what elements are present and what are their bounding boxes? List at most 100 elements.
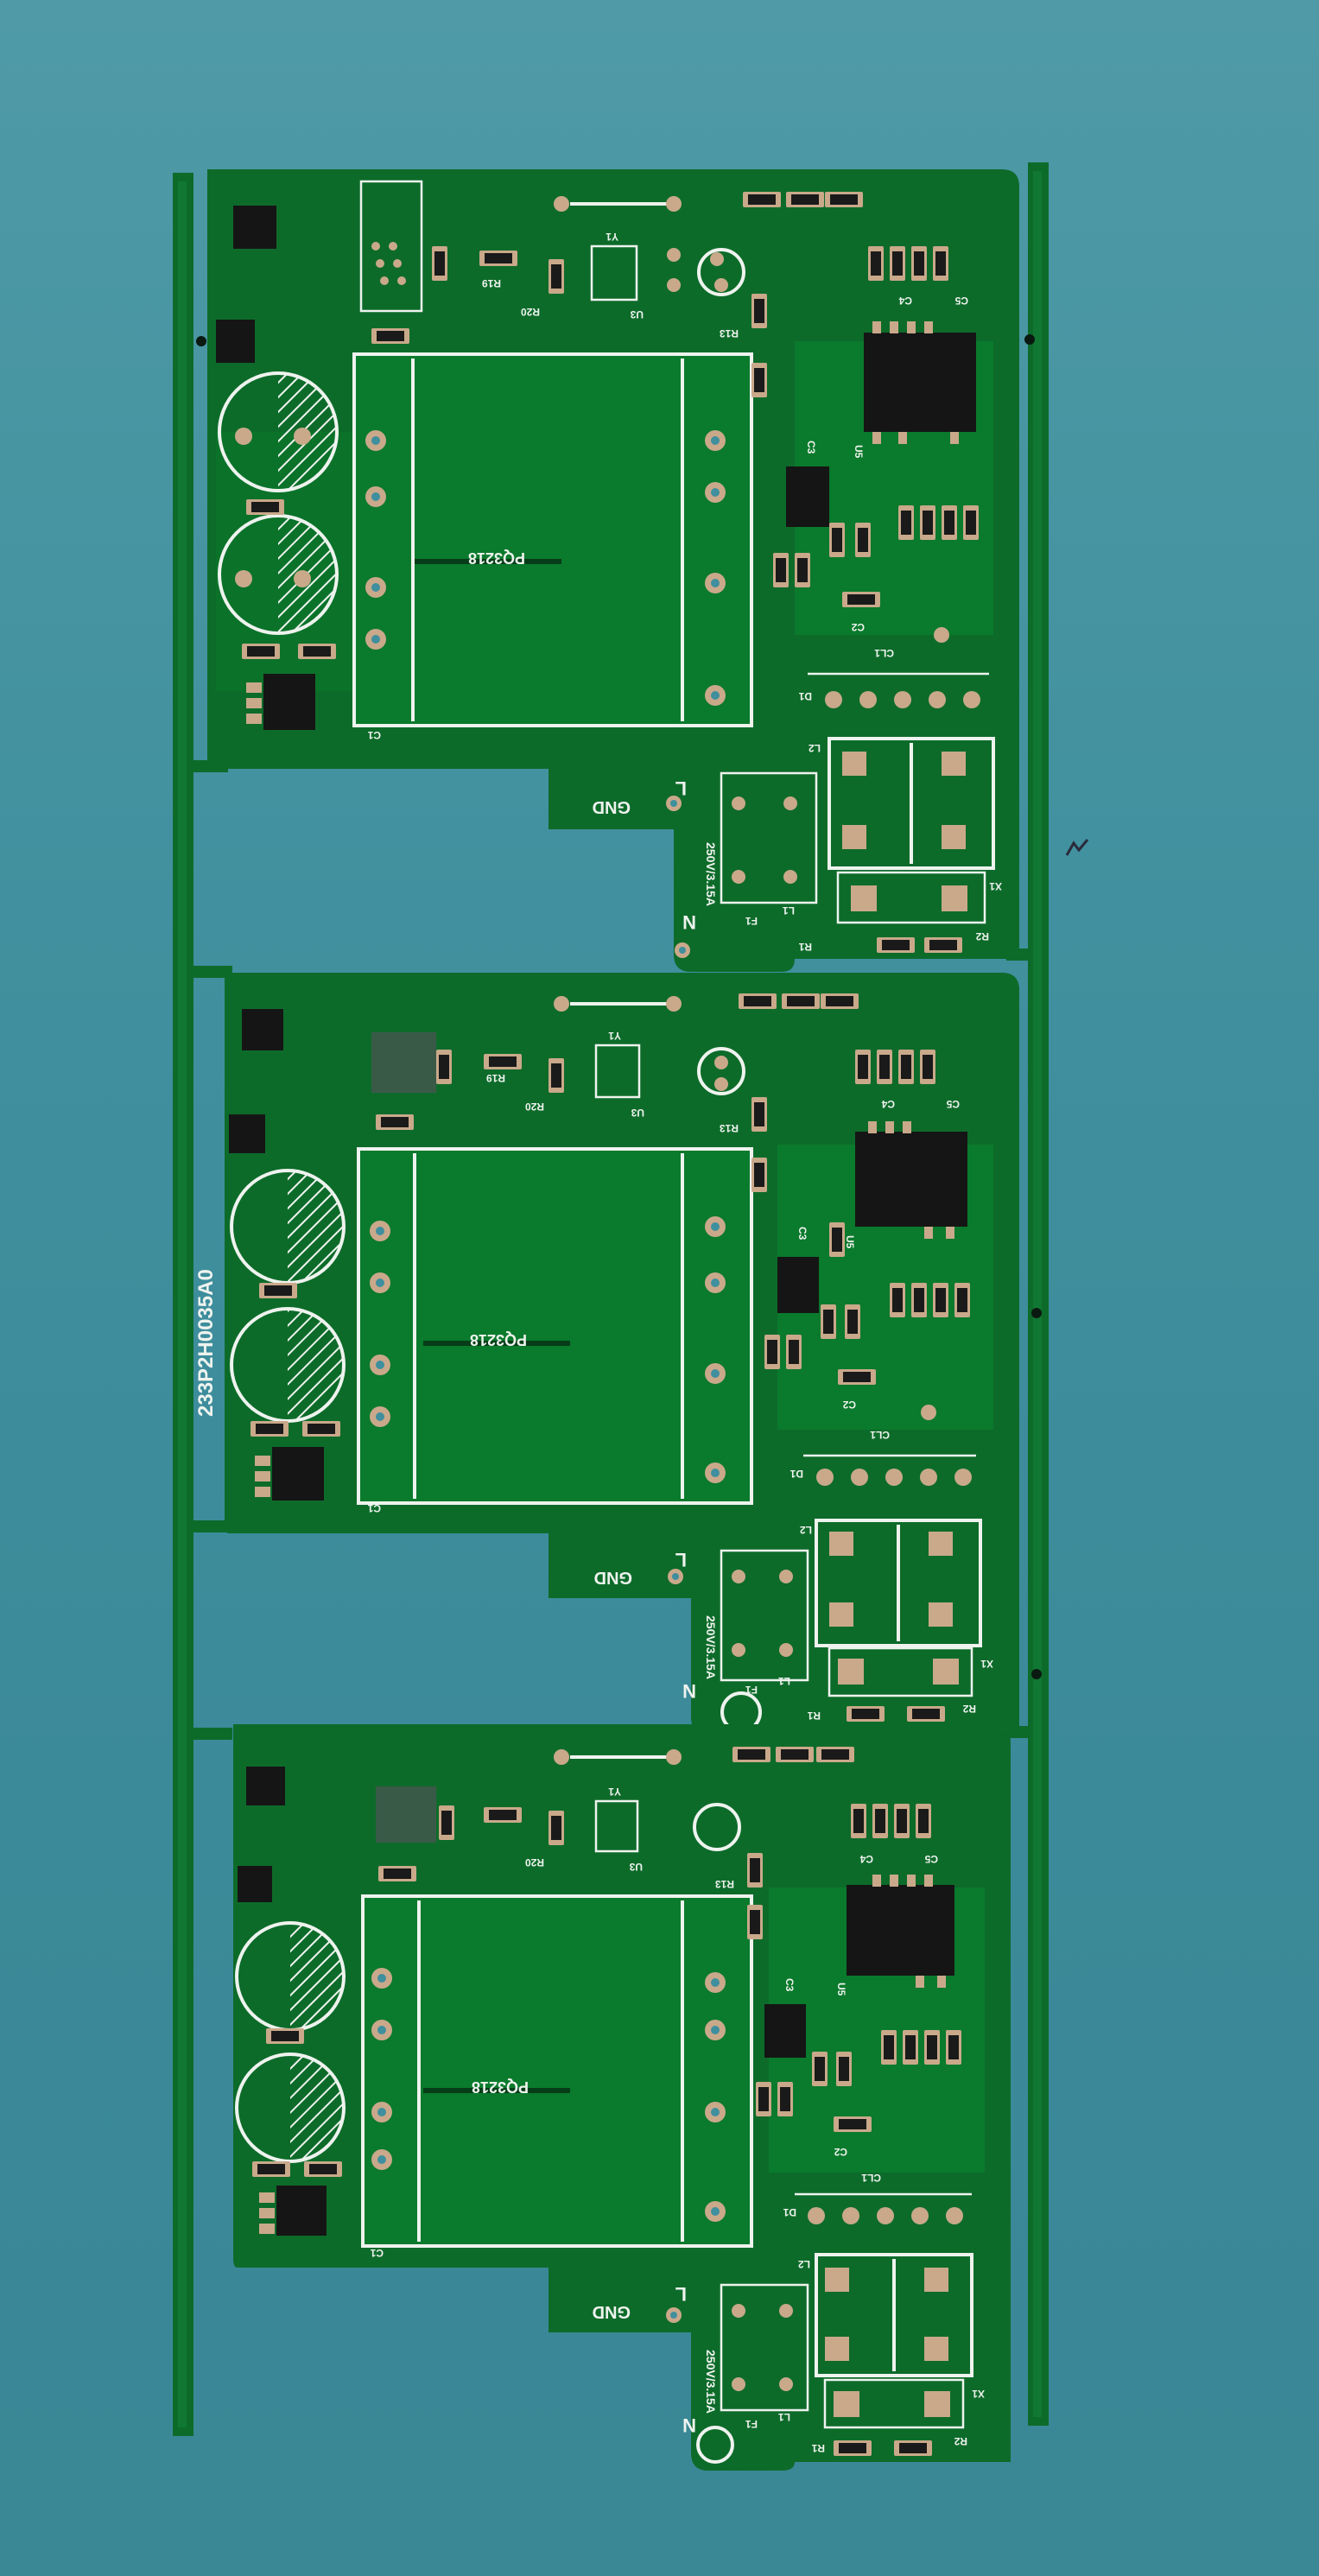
svg-text:C5: C5 (954, 295, 968, 307)
svg-text:X1: X1 (972, 2388, 985, 2400)
svg-text:U5: U5 (853, 445, 865, 459)
svg-text:R19: R19 (486, 1072, 505, 1084)
ic-chip (847, 1885, 954, 1976)
svg-text:C2: C2 (834, 2146, 847, 2158)
svg-text:U5: U5 (835, 1983, 847, 1996)
svg-text:C1: C1 (370, 2247, 384, 2259)
svg-text:C2: C2 (851, 621, 865, 633)
svg-text:Y1: Y1 (606, 231, 618, 243)
ic-chip (242, 1009, 283, 1050)
svg-text:R2: R2 (962, 1703, 976, 1715)
svg-text:R20: R20 (525, 1856, 544, 1869)
crystal-outline (590, 244, 638, 301)
pcb-board-1: PQ3218 (207, 169, 1019, 972)
svg-text:CL1: CL1 (874, 647, 894, 659)
transformer-label: PQ3218 (468, 549, 525, 567)
transformer-label: PQ3218 (472, 2078, 529, 2096)
svg-text:R1: R1 (798, 941, 812, 953)
ic-chip (263, 674, 315, 730)
svg-text:U3: U3 (630, 308, 644, 320)
x1-outline (815, 2253, 973, 2377)
svg-text:U5: U5 (844, 1235, 856, 1249)
x1-outline (828, 737, 995, 870)
ic-chip (246, 1767, 285, 1805)
transformer-label: PQ3218 (470, 1331, 527, 1348)
svg-text:R20: R20 (525, 1101, 544, 1113)
svg-text:R13: R13 (720, 327, 739, 339)
svg-text:L2: L2 (800, 1524, 812, 1536)
inductor-block (376, 1786, 436, 1843)
svg-text:CL1: CL1 (870, 1429, 890, 1441)
transformer-outline (352, 352, 753, 727)
svg-text:R1: R1 (811, 2442, 825, 2454)
ic-chip (272, 1447, 324, 1501)
svg-text:L2: L2 (798, 2258, 810, 2270)
svg-text:L1: L1 (778, 1675, 790, 1687)
svg-text:L2: L2 (809, 742, 821, 754)
ic-chip (855, 1132, 967, 1227)
gnd-label: GND (593, 2302, 631, 2321)
pcb-board-2: PQ3218 (225, 973, 1019, 1735)
gnd-label: GND (594, 1568, 632, 1587)
fuse-rating: 250V/3.15A (704, 842, 718, 906)
transformer-pins (365, 430, 726, 706)
svg-text:L1: L1 (783, 904, 795, 917)
svg-text:F1: F1 (745, 915, 758, 927)
terminal-l-label: L (675, 1549, 687, 1570)
svg-text:U3: U3 (629, 1861, 643, 1873)
mosfet (777, 1257, 819, 1313)
panel-code-label: 233P2H0035A0 (194, 1269, 218, 1417)
svg-text:X1: X1 (980, 1658, 993, 1670)
terminal-n-label: N (682, 911, 696, 933)
terminal-n-label: N (682, 1680, 696, 1702)
svg-text:Y1: Y1 (608, 1030, 621, 1042)
com-header (359, 180, 423, 313)
ic-chip (216, 320, 255, 363)
svg-text:C3: C3 (796, 1227, 809, 1240)
svg-text:C5: C5 (924, 1853, 938, 1865)
inductor-block (371, 1032, 436, 1093)
svg-text:F1: F1 (745, 2418, 758, 2430)
crystal-outline (594, 1799, 639, 1853)
svg-text:D1: D1 (783, 2206, 796, 2218)
mosfet (764, 2004, 806, 2058)
ic-chip (233, 206, 276, 249)
svg-text:D1: D1 (789, 1468, 803, 1480)
svg-text:R20: R20 (521, 306, 540, 318)
terminal-n-label: N (682, 2414, 696, 2436)
ic-chip (238, 1866, 272, 1902)
transformer-outline (357, 1147, 753, 1505)
svg-text:R13: R13 (720, 1122, 739, 1134)
svg-text:R2: R2 (975, 930, 989, 942)
svg-text:C1: C1 (367, 1502, 381, 1514)
mosfet (786, 466, 829, 527)
transformer-pins (370, 1216, 726, 1483)
svg-text:C2: C2 (842, 1399, 856, 1411)
copper-pour (358, 1149, 751, 1503)
ic-chip (276, 2186, 327, 2236)
ic-chip (864, 333, 976, 432)
terminal-l-label: L (675, 777, 687, 799)
gnd-label: GND (593, 797, 631, 816)
svg-text:X1: X1 (989, 880, 1002, 892)
copper-pour (363, 1896, 751, 2246)
svg-text:U3: U3 (631, 1107, 644, 1119)
svg-text:R13: R13 (715, 1878, 734, 1890)
svg-text:D1: D1 (798, 690, 812, 702)
fuse-rating: 250V/3.15A (704, 1615, 718, 1679)
x1-outline (815, 1519, 982, 1647)
pen-mark (1065, 839, 1089, 856)
panel-rails (173, 162, 1049, 2436)
terminal-l-label: L (675, 2283, 687, 2305)
svg-text:C1: C1 (367, 729, 381, 741)
svg-text:CL1: CL1 (861, 2172, 881, 2184)
svg-text:C5: C5 (946, 1098, 960, 1110)
copper-pour (354, 354, 751, 726)
svg-text:C4: C4 (898, 295, 912, 307)
ic-chip (229, 1114, 265, 1153)
transformer-outline (361, 1894, 753, 2248)
crystal-outline (594, 1044, 641, 1099)
svg-text:C4: C4 (859, 1853, 873, 1865)
svg-text:R2: R2 (954, 2435, 967, 2447)
